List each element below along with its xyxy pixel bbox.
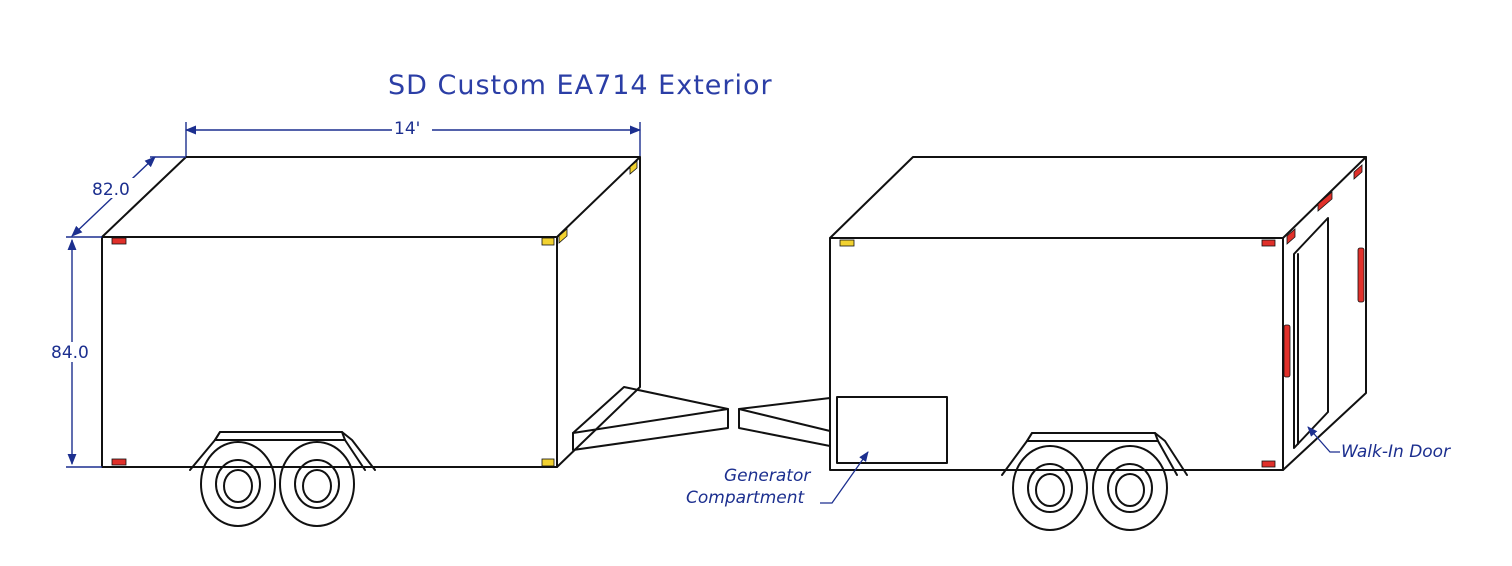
left-trailer-roof bbox=[101, 156, 641, 238]
marker-light-red-icon bbox=[1286, 228, 1296, 245]
right-trailer-fender bbox=[1001, 432, 1188, 476]
dimension-width: 82.0 bbox=[66, 156, 186, 238]
tail-light-red-icon bbox=[1283, 324, 1291, 378]
left-trailer-wheel-front bbox=[200, 441, 276, 527]
marker-light-amber-icon bbox=[541, 458, 555, 467]
marker-light-amber-icon bbox=[541, 237, 555, 246]
right-trailer-wheel-rear bbox=[1092, 445, 1168, 531]
walk-in-door bbox=[1293, 217, 1329, 449]
marker-light-red-icon bbox=[1317, 191, 1333, 212]
marker-light-amber-icon bbox=[558, 228, 568, 244]
dimension-height-label: 84.0 bbox=[51, 343, 89, 363]
drawing-title: SD Custom EA714 Exterior bbox=[388, 70, 773, 101]
generator-compartment-door bbox=[836, 396, 948, 464]
marker-light-red-icon bbox=[1261, 239, 1276, 247]
marker-light-red-icon bbox=[111, 237, 127, 245]
generator-label-line2: Compartment bbox=[686, 488, 805, 508]
marker-light-red-icon bbox=[1353, 164, 1363, 180]
right-trailer-side-panel bbox=[829, 237, 1284, 471]
right-trailer-rear-face bbox=[1282, 156, 1367, 471]
dimension-length-label: 14' bbox=[394, 119, 420, 139]
generator-label-line1: Generator bbox=[724, 466, 811, 486]
dimension-width-label: 82.0 bbox=[92, 180, 130, 200]
generator-compartment-callout: Generator Compartment bbox=[686, 451, 869, 508]
dimension-height: 84.0 bbox=[50, 238, 102, 468]
right-trailer-wheel-front bbox=[1012, 445, 1088, 531]
marker-light-amber-icon bbox=[629, 160, 638, 175]
walk-in-door-label: Walk-In Door bbox=[1341, 442, 1451, 462]
marker-light-red-icon bbox=[111, 458, 127, 466]
right-trailer-roof bbox=[829, 156, 1367, 239]
right-trailer bbox=[738, 156, 1367, 531]
left-trailer-fender bbox=[189, 431, 376, 471]
left-trailer bbox=[101, 156, 729, 527]
left-trailer-tongue bbox=[572, 386, 729, 451]
tail-light-red-icon bbox=[1357, 247, 1365, 303]
left-trailer-wheel-rear bbox=[279, 441, 355, 527]
dimension-length: 14' bbox=[184, 118, 642, 156]
walk-in-door-callout: Walk-In Door bbox=[1307, 426, 1451, 462]
left-trailer-front-face bbox=[556, 156, 641, 468]
marker-light-amber-icon bbox=[839, 239, 855, 247]
right-trailer-tongue bbox=[738, 397, 831, 447]
marker-light-red-icon bbox=[1261, 460, 1276, 468]
